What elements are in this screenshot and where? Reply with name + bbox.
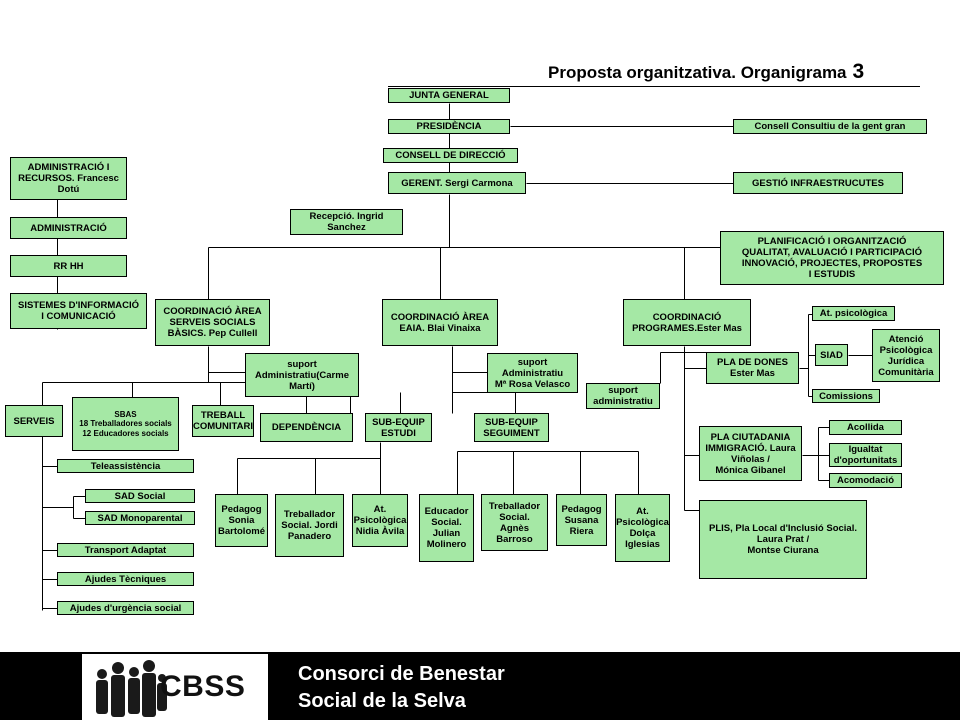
node-subequip-estudi: SUB-EQUIP ESTUDI: [365, 413, 432, 442]
node-igualtat-oportunitats: Igualtat d'oportunitats: [829, 443, 902, 467]
node-treball-comunitari: TREBALL COMUNITARI: [192, 405, 254, 437]
organization-name-line1: Consorci de Benestar: [298, 663, 505, 685]
logo-text: CBSS: [160, 670, 246, 703]
title-rule: [388, 86, 920, 87]
node-suport-carme: suport Administratiu(Carme Martí): [245, 353, 359, 397]
organization-name-line2: Social de la Selva: [298, 690, 466, 712]
node-acomodacio: Acomodació: [829, 473, 902, 488]
organization-name: Consorci de Benestar Social de la Selva: [298, 661, 505, 715]
node-sistemes-informacio: SISTEMES D'INFORMACIÓ I COMUNICACIÓ: [10, 293, 147, 329]
node-sad-monoparental: SAD Monoparental: [85, 511, 195, 525]
cbss-logo: CBSS: [82, 654, 268, 720]
node-atencio-psicologica-juridica: Atenció Psicològica Jurídica Comunitària: [872, 329, 940, 382]
node-coord-serveis-socials: COORDINACIÓ ÀREA SERVEIS SOCIALS BÀSICS.…: [155, 299, 270, 346]
node-administracio: ADMINISTRACIÓ: [10, 217, 127, 239]
node-ajudes-tecniques: Ajudes Tècniques: [57, 572, 194, 586]
node-pedagog-sonia: Pedagog Sonia Bartolomé: [215, 494, 268, 547]
node-suport-administratiu: suport administratiu: [586, 383, 660, 409]
page-title: Proposta organitzativa. Organigrama 3: [548, 60, 864, 84]
node-junta-general: JUNTA GENERAL: [388, 88, 510, 103]
node-treballador-agnes: Treballador Social. Agnès Barroso: [481, 494, 548, 551]
node-teleassistencia: Teleassistència: [57, 459, 194, 473]
node-coord-eaia: COORDINACIÓ ÀREA EAIA. Blai Vinaixa: [382, 299, 498, 346]
node-transport-adaptat: Transport Adaptat: [57, 543, 194, 557]
node-sbas: SBAS 18 Treballadores socials 12 Educado…: [72, 397, 179, 451]
node-pla-dones: PLA DE DONES Ester Mas: [706, 352, 799, 384]
node-sad-social: SAD Social: [85, 489, 195, 503]
node-educador-julian: Educador Social. Julian Molinero: [419, 494, 474, 562]
node-planificacio: PLANIFICACIÓ I ORGANITZACIÓ QUALITAT, AV…: [720, 231, 944, 285]
node-consell-consultiu: Consell Consultiu de la gent gran: [733, 119, 927, 134]
node-plis: PLIS, Pla Local d'Inclusió Social. Laura…: [699, 500, 867, 579]
node-siad: SIAD: [815, 344, 848, 366]
node-consell-direccio: CONSELL DE DIRECCIÓ: [383, 148, 518, 163]
node-dependencia: DEPENDÈNCIA: [260, 413, 353, 442]
node-acollida: Acollida: [829, 420, 902, 435]
node-psicologica-dolca: At. Psicològica Dolça Iglesias: [615, 494, 670, 562]
title-text: Proposta organitzativa. Organigrama: [548, 63, 847, 82]
node-coord-programes: COORDINACIÓ PROGRAMES.Ester Mas: [623, 299, 751, 346]
node-serveis: SERVEIS: [5, 405, 63, 437]
node-psicologica-nidia: At. Psicològica Nidia Àvila: [352, 494, 408, 547]
node-rrhh: RR HH: [10, 255, 127, 277]
node-gerent: GERENT. Sergi Carmona: [388, 172, 526, 194]
page-number: 3: [852, 60, 865, 83]
people-silhouette-icon: [96, 660, 167, 717]
node-suport-rosa: suport Administratiu Mª Rosa Velasco: [487, 353, 578, 393]
node-gestio-infraestructures: GESTIÓ INFRAESTRUCUTES: [733, 172, 903, 194]
node-pla-ciutadania: PLA CIUTADANIA IMMIGRACIÓ. Laura Viñolas…: [699, 426, 802, 481]
node-administracio-recursos: ADMINISTRACIÓ I RECURSOS. Francesc Dotú: [10, 157, 127, 200]
node-at-psicologica: At. psicològica: [812, 306, 895, 321]
node-presidencia: PRESIDÈNCIA: [388, 119, 510, 134]
node-treballador-jordi: Treballador Social. Jordi Panadero: [275, 494, 344, 557]
node-ajudes-urgencia: Ajudes d'urgència social: [57, 601, 194, 615]
node-subequip-seguiment: SUB-EQUIP SEGUIMENT: [474, 413, 549, 442]
node-comissions: Comissions: [812, 389, 880, 403]
node-recepcio: Recepció. Ingrid Sanchez: [290, 209, 403, 235]
node-pedagog-susana: Pedagog Susana Riera: [556, 494, 607, 546]
